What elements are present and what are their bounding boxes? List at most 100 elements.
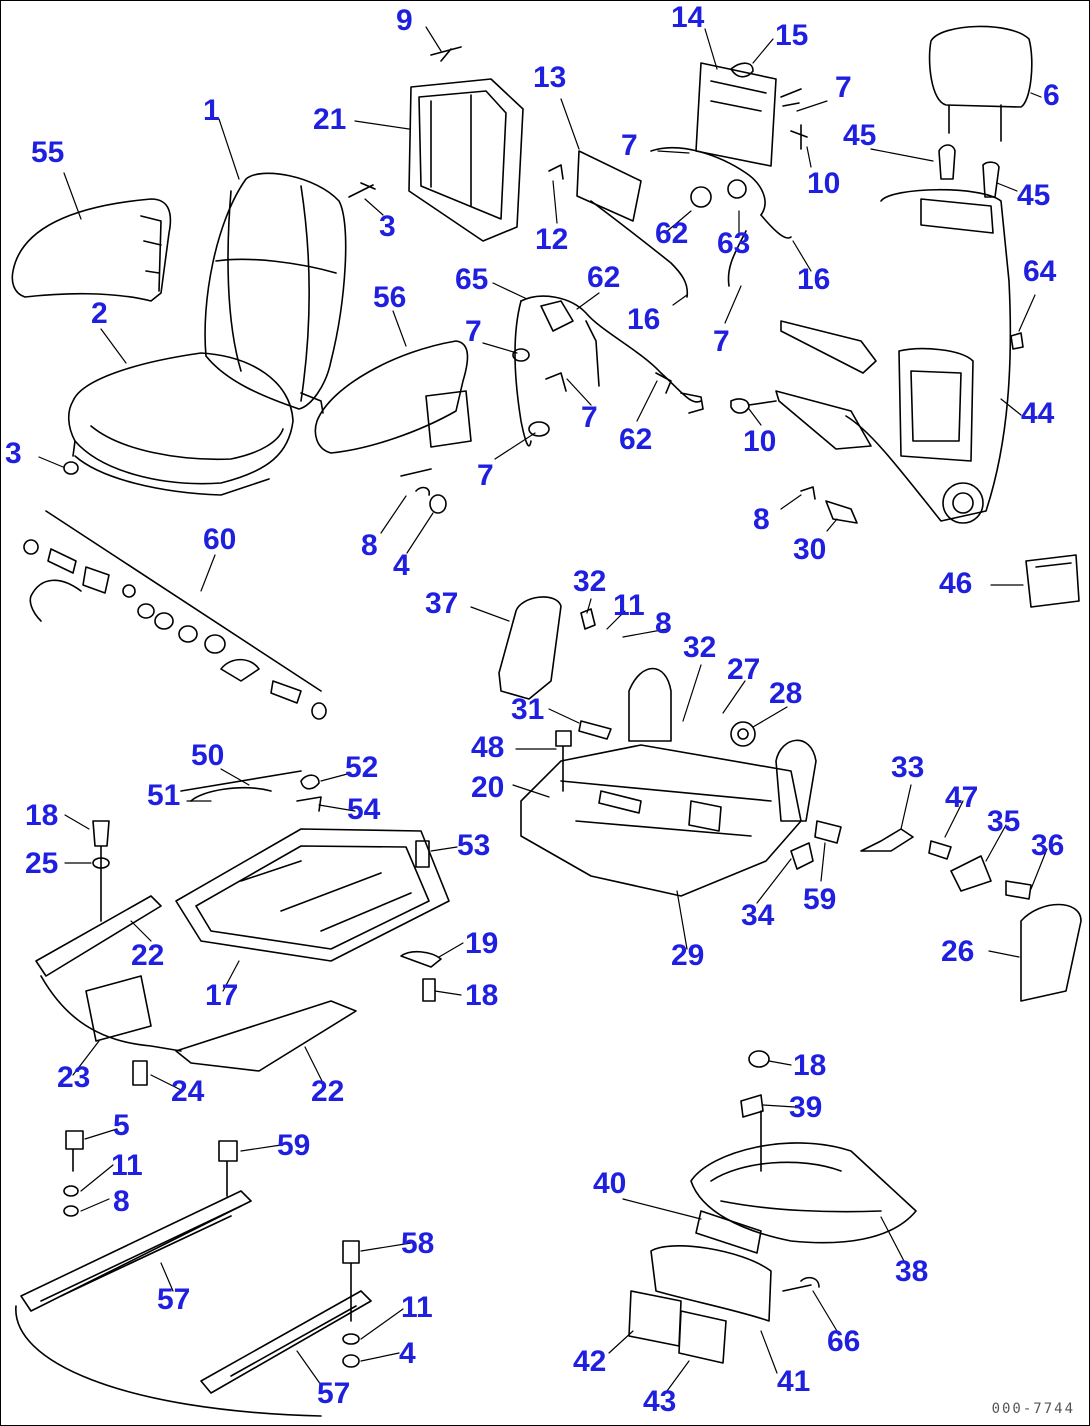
knob-part-35 bbox=[950, 855, 992, 892]
rail-left-part bbox=[35, 895, 182, 1052]
callout-32a: 32 bbox=[573, 565, 607, 598]
screw-part-9 bbox=[430, 46, 462, 62]
callout-13: 13 bbox=[533, 61, 567, 94]
callout-63: 63 bbox=[717, 227, 751, 260]
callout-18c: 18 bbox=[793, 1049, 827, 1082]
callout-18b: 18 bbox=[465, 979, 499, 1012]
bolt-part-48 bbox=[555, 730, 572, 792]
callout-2: 2 bbox=[91, 297, 108, 330]
callout-62a: 62 bbox=[655, 217, 689, 250]
callout-38: 38 bbox=[895, 1255, 929, 1288]
bolt-part-24 bbox=[132, 1060, 148, 1086]
slide-plate-part bbox=[175, 828, 450, 962]
spring-part-47 bbox=[928, 840, 952, 860]
cover-part-43 bbox=[678, 1310, 727, 1364]
clip-part-34 bbox=[790, 842, 814, 870]
callout-9: 9 bbox=[396, 4, 413, 37]
callout-57a: 57 bbox=[157, 1283, 191, 1316]
callout-62c: 62 bbox=[619, 423, 653, 456]
callout-57b: 57 bbox=[317, 1377, 351, 1410]
callout-16a: 16 bbox=[797, 263, 831, 296]
callout-47: 47 bbox=[945, 781, 979, 814]
callout-27: 27 bbox=[727, 653, 761, 686]
callout-6: 6 bbox=[1043, 79, 1060, 112]
collar-part-32a bbox=[580, 608, 596, 630]
callout-24: 24 bbox=[171, 1075, 205, 1108]
pin-part-31 bbox=[578, 720, 612, 740]
bolt-part-53 bbox=[415, 840, 430, 868]
callout-7c: 7 bbox=[465, 315, 482, 348]
cover-part-26 bbox=[1020, 903, 1082, 1002]
callout-50: 50 bbox=[191, 739, 225, 772]
control-bracket-part bbox=[548, 62, 808, 298]
bushing-part-4 bbox=[429, 494, 447, 514]
callout-45a: 45 bbox=[843, 119, 877, 152]
callout-7d: 7 bbox=[713, 325, 730, 358]
leader-lines bbox=[38, 26, 1048, 1392]
callout-25: 25 bbox=[25, 847, 59, 880]
seat-frame-part bbox=[520, 667, 817, 897]
base-plate-part bbox=[690, 1142, 917, 1244]
lever-part-33 bbox=[860, 828, 914, 852]
callout-39: 39 bbox=[789, 1091, 823, 1124]
callout-14: 14 bbox=[671, 1, 705, 34]
callout-43: 43 bbox=[643, 1385, 677, 1418]
cap-part-18c bbox=[748, 1050, 770, 1068]
screw-part-10 bbox=[730, 398, 777, 414]
callout-23: 23 bbox=[57, 1061, 91, 1094]
nut-part-4b bbox=[342, 1354, 360, 1368]
callout-51: 51 bbox=[147, 779, 181, 812]
callout-17: 17 bbox=[205, 979, 239, 1012]
callout-29: 29 bbox=[671, 939, 705, 972]
bracket-part-39 bbox=[740, 1094, 764, 1172]
callout-53: 53 bbox=[457, 829, 491, 862]
callout-48: 48 bbox=[471, 731, 505, 764]
callout-8a: 8 bbox=[753, 503, 770, 536]
callout-22b: 22 bbox=[311, 1075, 345, 1108]
callout-28: 28 bbox=[769, 677, 803, 710]
callout-44: 44 bbox=[1021, 397, 1055, 430]
callout-34: 34 bbox=[741, 899, 775, 932]
callout-22a: 22 bbox=[131, 939, 165, 972]
callout-7e: 7 bbox=[581, 401, 598, 434]
callout-33: 33 bbox=[891, 751, 925, 784]
back-frame-part bbox=[775, 25, 1033, 524]
bolt-part-18a bbox=[92, 820, 110, 922]
callout-7a: 7 bbox=[621, 129, 638, 162]
callout-4a: 4 bbox=[393, 549, 410, 582]
callout-58: 58 bbox=[401, 1227, 435, 1260]
armrest-right-part bbox=[314, 340, 472, 496]
guide-part-45b bbox=[982, 161, 1000, 198]
callout-20: 20 bbox=[471, 771, 505, 804]
callout-62b: 62 bbox=[587, 261, 621, 294]
callout-18a: 18 bbox=[25, 799, 59, 832]
callout-10a: 10 bbox=[807, 167, 841, 200]
bolt-part-5 bbox=[65, 1130, 84, 1172]
screw-part-66 bbox=[782, 1276, 820, 1292]
washer-part-8 bbox=[800, 486, 816, 500]
seat-assembly-part bbox=[67, 172, 347, 496]
clip-part-52-54 bbox=[296, 774, 322, 812]
callout-56: 56 bbox=[373, 281, 407, 314]
callout-36: 36 bbox=[1031, 829, 1065, 862]
callout-59a: 59 bbox=[803, 883, 837, 916]
callout-4b: 4 bbox=[399, 1337, 416, 1370]
guide-part-45a bbox=[938, 144, 956, 180]
slide-rail-part-57 bbox=[15, 1190, 372, 1417]
nut-part-30 bbox=[825, 500, 858, 524]
callout-11a: 11 bbox=[613, 589, 645, 622]
bolt-part-36 bbox=[1005, 880, 1032, 900]
callout-11c: 11 bbox=[401, 1291, 433, 1324]
callout-59b: 59 bbox=[277, 1129, 311, 1162]
callout-54: 54 bbox=[347, 793, 381, 826]
drawing-code: 000-7744 bbox=[991, 1401, 1075, 1417]
callout-11b: 11 bbox=[111, 1149, 143, 1182]
callout-8b: 8 bbox=[361, 529, 378, 562]
callout-55: 55 bbox=[31, 136, 65, 169]
callout-40: 40 bbox=[593, 1167, 627, 1200]
callout-42: 42 bbox=[573, 1345, 607, 1378]
callout-37: 37 bbox=[425, 587, 459, 620]
callout-8d: 8 bbox=[113, 1185, 130, 1218]
callout-45b: 45 bbox=[1017, 179, 1051, 212]
